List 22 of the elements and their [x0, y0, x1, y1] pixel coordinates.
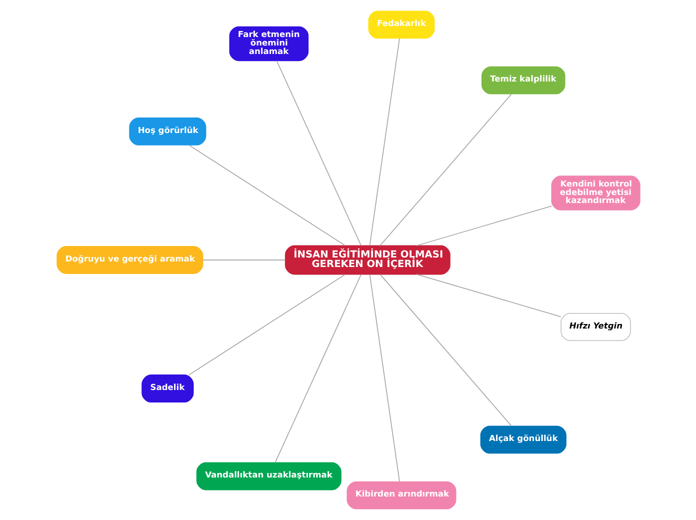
- node-box: Fedakarlık: [368, 10, 434, 39]
- connector: [276, 60, 361, 246]
- node-box: Hoş görürlük: [128, 117, 206, 146]
- connector: [416, 274, 561, 318]
- node-box: Vandallıktan uzaklaştırmak: [196, 462, 341, 490]
- node-box: Hıfzı Yetgin: [560, 313, 630, 341]
- node-box: Temiz kalplilik: [480, 66, 565, 94]
- node-box: Alçak gönüllük: [480, 426, 566, 454]
- connector: [188, 144, 346, 246]
- connector: [188, 274, 346, 376]
- node-box: Kibirden arındırmak: [346, 481, 456, 510]
- connector: [368, 38, 400, 246]
- node-box: Fark etmenin önemini anlamak: [228, 26, 308, 62]
- node-box: Doğruyu ve gerçeği aramak: [56, 246, 203, 274]
- connector: [274, 274, 361, 464]
- node-box: Kendini kontrol edebilme yetisi kazandırmak: [550, 176, 640, 210]
- connector: [368, 274, 400, 482]
- connector: [379, 274, 512, 426]
- connector: [379, 94, 512, 246]
- node-box: İNSAN EĞİTİMİNDE OLMASI GEREKEN ON İÇERİK: [284, 245, 450, 275]
- node-box: Sadelik: [141, 374, 194, 402]
- connector: [416, 206, 552, 246]
